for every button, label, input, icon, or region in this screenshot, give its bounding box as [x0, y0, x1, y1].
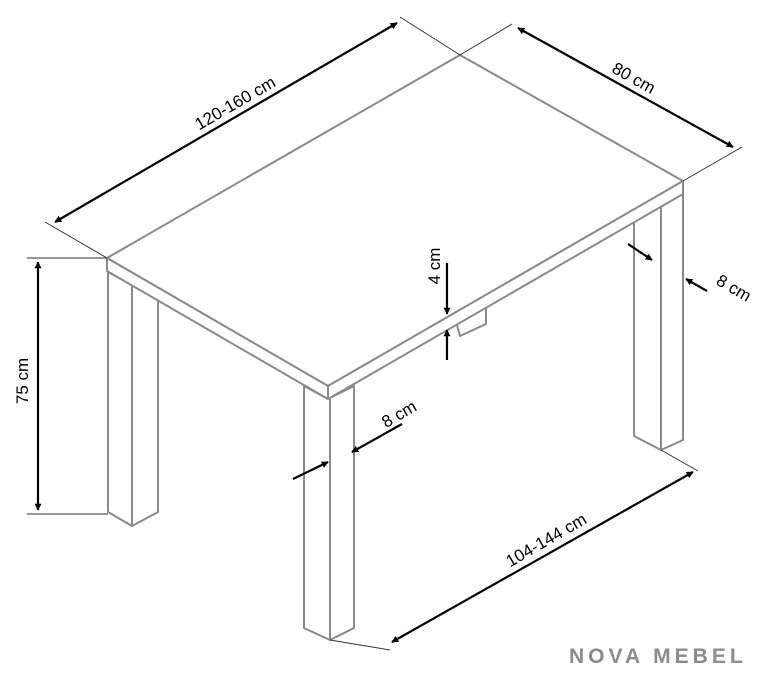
- label-length-legs: 104-144 cm: [503, 510, 590, 571]
- dim-line-leg-back-right: [685, 278, 708, 292]
- dim-line-length-top: [54, 22, 398, 223]
- label-length-top: 120-160 cm: [192, 73, 279, 134]
- label-top-thickness: 4 cm: [425, 248, 444, 285]
- label-height: 75 cm: [13, 358, 32, 404]
- label-leg-back: 8 cm: [713, 271, 754, 306]
- table-top: [106, 54, 684, 387]
- brand-logo: NOVA MEBEL: [569, 645, 747, 668]
- table-drawing: [106, 54, 684, 641]
- dim-line-leg-front-right: [351, 423, 403, 453]
- dim-line-length-legs: [391, 471, 694, 643]
- dim-line-leg-front-left: [292, 461, 329, 480]
- dim-line-leg-back-left: [627, 243, 653, 261]
- extension-lines: [27, 16, 743, 651]
- dimension-lines: [34, 22, 734, 643]
- dim-line-width: [517, 27, 734, 148]
- table-top-edge-right: [327, 180, 684, 400]
- leg-back-right: [633, 182, 684, 451]
